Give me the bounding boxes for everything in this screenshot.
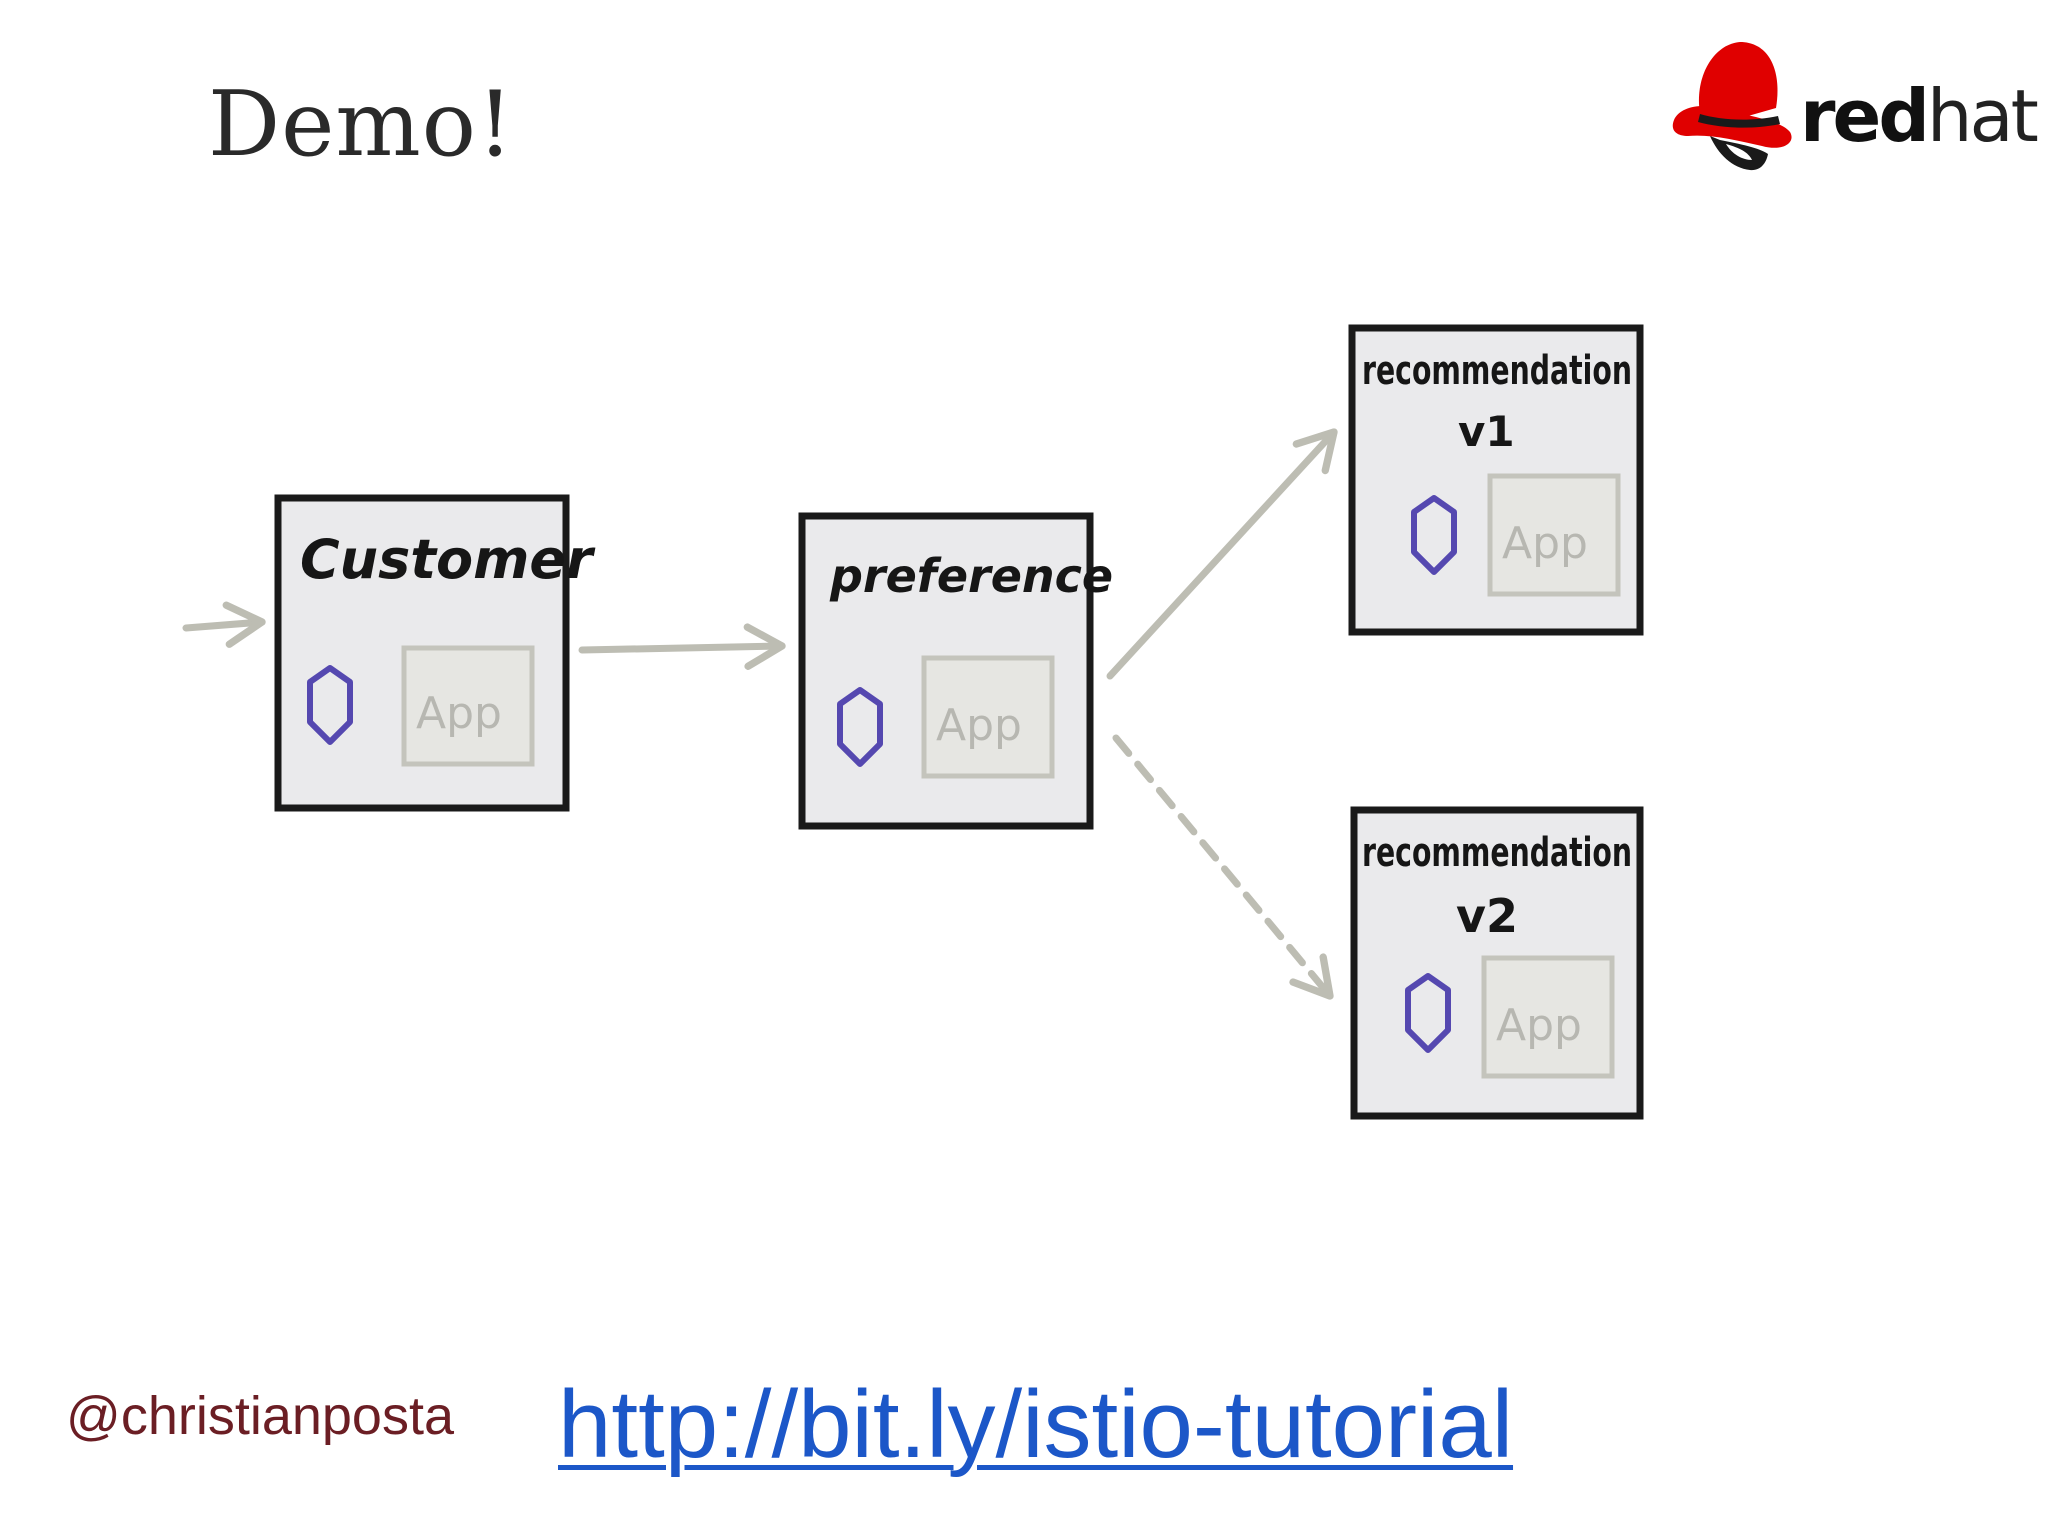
node-preference: preference App: [798, 512, 1113, 830]
app-box: [1487, 473, 1621, 597]
redhat-logo: redhat: [1670, 36, 2039, 176]
node-recommendation-v1: recommendation v1 App: [1348, 324, 1644, 636]
app-box: [921, 655, 1055, 779]
node-recommendation-v2: recommendation v2 App: [1350, 806, 1644, 1120]
wordmark-red: red: [1800, 74, 1930, 158]
app-label: App: [936, 700, 1022, 751]
edges: [182, 428, 1338, 1000]
node-customer: Customer App: [274, 494, 596, 812]
node-label: recommendation: [1362, 830, 1632, 876]
app-label: App: [1502, 518, 1588, 569]
wordmark-hat: hat: [1926, 74, 2039, 158]
twitter-handle: @christianposta: [66, 1386, 454, 1446]
app-label: App: [1496, 1000, 1582, 1051]
node-version-label: v1: [1458, 407, 1515, 456]
redhat-wordmark: redhat: [1800, 80, 2039, 152]
edge-customer-to-preference: [578, 623, 786, 670]
sidecar-proxy-icon: [837, 687, 883, 767]
redhat-shadowman-icon: [1672, 42, 1792, 171]
node-label: Customer: [300, 528, 596, 591]
edge-external-to-customer: [182, 601, 266, 648]
app-box: [1481, 955, 1615, 1079]
node-label: preference: [829, 549, 1113, 603]
app-label: App: [416, 688, 502, 739]
node-label: recommendation: [1362, 348, 1632, 394]
sidecar-proxy-icon: [307, 665, 353, 745]
tutorial-link[interactable]: http://bit.ly/istio-tutorial: [558, 1371, 1514, 1478]
sidecar-proxy-icon: [1411, 495, 1457, 575]
node-version-label: v2: [1456, 889, 1518, 943]
edge-preference-to-recommendation-v2: [1112, 734, 1334, 1000]
sidecar-proxy-icon: [1405, 973, 1451, 1053]
edge-preference-to-recommendation-v1: [1106, 428, 1338, 680]
slide-title: Demo!: [208, 72, 515, 177]
app-box: [401, 645, 535, 767]
